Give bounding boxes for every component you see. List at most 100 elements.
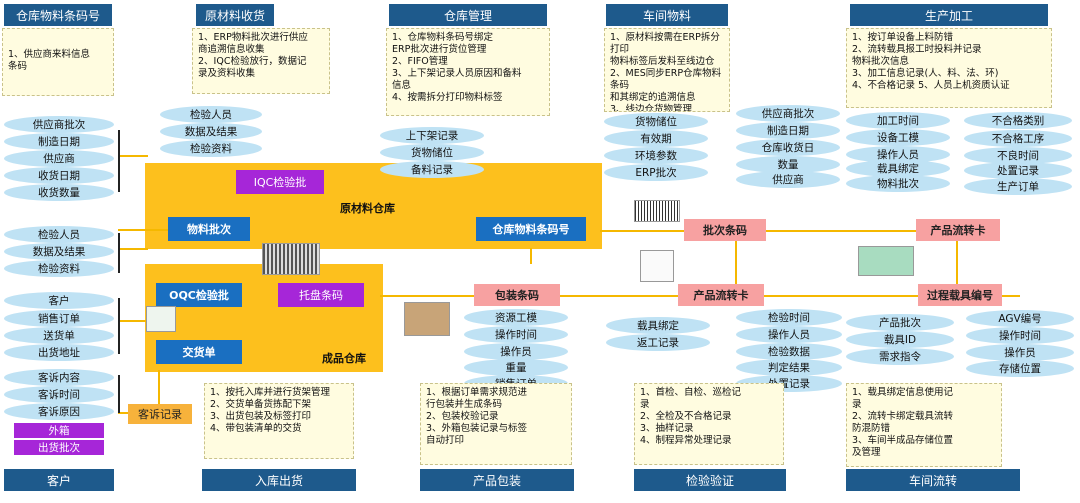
pill-prod-defect-type: 不合格类别: [964, 112, 1072, 129]
pill-wh-location: 货物储位: [380, 144, 484, 161]
pill-pack-weight: 重量: [464, 359, 568, 376]
pill-prod-tooling: 设备工模: [846, 129, 950, 146]
pill-iqc-inspector: 检验人员: [160, 106, 262, 123]
header-receiving: 原材料收货: [196, 4, 274, 26]
note-production: 1、按订单设备上料防错 2、流转载具报工时投料并记录 物料批次信息 3、加工信息…: [846, 28, 1052, 108]
connector: [118, 229, 178, 231]
header-inspection: 检验验证: [634, 469, 786, 491]
pill-insp-data: 检验数据: [736, 343, 842, 360]
pill-ws-supplier: 供应商: [736, 171, 840, 188]
carrier-image: [858, 246, 914, 276]
connector: [118, 155, 148, 157]
complaint-ship-batch: 出货批次: [14, 440, 104, 455]
node-pack-barcode: 包装条码: [474, 284, 560, 306]
header-workshop: 车间物料: [606, 4, 728, 26]
pill-pack-tooling: 资源工模: [464, 309, 568, 326]
package-box-image: [404, 302, 450, 336]
note-inspection: 1、首检、自检、巡检记 录 2、全检及不合格记录 3、抽样记录 4、制程异常处理…: [634, 383, 784, 465]
pallet-barcode-image: [262, 243, 320, 275]
batch-barcode-image: [634, 200, 680, 222]
note-barcode: 1、供应商来料信息 条码: [2, 28, 114, 96]
raw-warehouse-label: 原材料仓库: [340, 202, 395, 215]
connector: [600, 230, 1000, 232]
complaint-outer-box: 外箱: [14, 423, 104, 438]
pill-receive-qty: 收货数量: [4, 184, 114, 201]
bracket-line: [118, 130, 120, 192]
pill-flow-carrier-id: 载具ID: [846, 331, 954, 348]
pill-receive-date: 收货日期: [4, 167, 114, 184]
pill-ws-supplier-batch: 供应商批次: [736, 105, 840, 122]
header-packaging: 产品包装: [420, 469, 574, 491]
pill-wh-shelf: 上下架记录: [380, 127, 484, 144]
bracket-line: [118, 375, 120, 413]
pill-insp-rework: 返工记录: [606, 334, 710, 351]
pill-insp-operator: 操作人员: [736, 326, 842, 343]
node-material-batch: 物料批次: [168, 217, 250, 241]
header-flow: 车间流转: [846, 469, 1020, 491]
pill-prod-handling: 处置记录: [964, 162, 1072, 179]
document-image: [640, 250, 674, 282]
pill-flow-operator: 操作员: [966, 344, 1074, 361]
pill-pack-time: 操作时间: [464, 326, 568, 343]
node-flow-card-top: 产品流转卡: [916, 219, 1000, 241]
pill-mfg-date: 制造日期: [4, 133, 114, 150]
node-iqc-batch: IQC检验批: [236, 170, 324, 194]
pill-oqc-data: 数据及结果: [4, 243, 114, 260]
bracket-line: [118, 298, 120, 354]
note-flow: 1、载具绑定信息使用记 录 2、流转卡绑定载具流转 防混防错 3、车间半成品存储…: [846, 383, 1002, 467]
connector: [158, 370, 160, 412]
node-carrier-no: 过程载具编号: [918, 284, 1002, 306]
pill-insp-result: 判定结果: [736, 359, 842, 376]
pill-sales-order: 销售订单: [4, 310, 114, 327]
pill-insp-time: 检验时间: [736, 309, 842, 326]
pill-prod-defect-time: 不良时间: [964, 147, 1072, 164]
pill-complaint-reason: 客诉原因: [4, 403, 114, 420]
delivery-doc-image: [146, 306, 176, 332]
node-flow-card-mid: 产品流转卡: [678, 284, 764, 306]
pill-ws-mfg-date: 制造日期: [736, 122, 840, 139]
node-pallet-barcode: 托盘条码: [278, 283, 364, 307]
node-delivery-note: 交货单: [156, 340, 242, 364]
note-workshop: 1、原材料按需在ERP拆分打印 物料标签后发料至线边仓 2、MES同步ERP仓库…: [604, 28, 730, 112]
pill-supplier-batch: 供应商批次: [4, 116, 114, 133]
pill-prod-operator: 操作人员: [846, 146, 950, 163]
pill-flow-location: 存储位置: [966, 360, 1074, 377]
pill-supplier: 供应商: [4, 150, 114, 167]
pill-customer: 客户: [4, 292, 114, 309]
header-production: 生产加工: [850, 4, 1048, 26]
pill-oqc-docs: 检验资料: [4, 260, 114, 277]
header-customer: 客户: [4, 469, 114, 491]
pill-flow-demand: 需求指令: [846, 348, 954, 365]
note-receiving: 1、ERP物料批次进行供应 商追溯信息收集 2、IQC检验放行，数据记 录及资料…: [192, 28, 330, 94]
pill-ws-qty: 数量: [736, 156, 840, 173]
pill-ws-receive-date: 仓库收货日: [736, 139, 840, 156]
pill-flow-agv: AGV编号: [966, 310, 1074, 327]
connector: [956, 230, 958, 295]
pill-prod-defect-step: 不合格工序: [964, 130, 1072, 147]
finished-warehouse-label: 成品仓库: [322, 352, 366, 365]
pill-complaint-content: 客诉内容: [4, 369, 114, 386]
pill-ws-env: 环境参数: [604, 147, 708, 164]
pill-prod-order: 生产订单: [964, 178, 1072, 195]
connector: [118, 248, 148, 250]
complaint-record-node: 客诉记录: [128, 404, 192, 424]
node-batch-barcode: 批次条码: [684, 219, 766, 241]
note-inout: 1、按托入库并进行货架管理 2、交货单备货拣配下架 3、出货包装及标签打印 4、…: [204, 383, 354, 459]
pill-prod-batch: 物料批次: [846, 175, 950, 192]
connector: [118, 320, 148, 322]
pill-flow-time: 操作时间: [966, 327, 1074, 344]
node-oqc-batch: OQC检验批: [156, 283, 242, 307]
pill-delivery-note: 送货单: [4, 327, 114, 344]
note-packaging: 1、根据订单需求规范进 行包装并生成条码 2、包装校验记录 3、外箱包装记录与标…: [420, 383, 572, 465]
header-barcode: 仓库物料条码号: [4, 4, 112, 26]
connector: [118, 412, 130, 414]
pill-complaint-time: 客诉时间: [4, 386, 114, 403]
pill-insp-carrier: 载具绑定: [606, 317, 710, 334]
pill-ws-expiry: 有效期: [604, 130, 708, 147]
pill-iqc-docs: 检验资料: [160, 140, 262, 157]
connector: [530, 248, 532, 264]
pill-prod-time: 加工时间: [846, 112, 950, 129]
pill-wh-prep: 备料记录: [380, 161, 484, 178]
header-warehouse: 仓库管理: [389, 4, 547, 26]
bracket-line: [118, 233, 120, 273]
